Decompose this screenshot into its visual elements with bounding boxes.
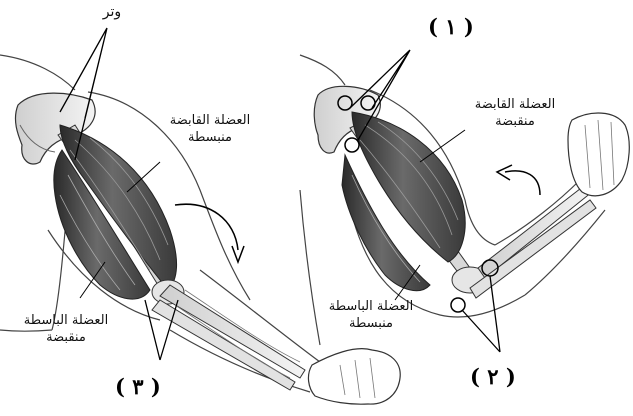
right-extensor-label: العضلة الباسطة منبسطة (306, 298, 436, 332)
right-motion-arrow (505, 171, 540, 195)
number-label-3: ( ٣ ) (115, 374, 161, 399)
left-flexor-state: منبسطة (140, 129, 280, 146)
right-flexor-state: منقبضة (445, 113, 585, 130)
left-motion-arrow (175, 204, 238, 250)
number-label-2: ( ٢ ) (470, 364, 516, 389)
right-extensor-state: منبسطة (306, 315, 436, 332)
right-radius (478, 185, 592, 278)
right-flexor-name: العضلة القابضة (445, 96, 585, 113)
left-arm-extended (0, 28, 400, 404)
right-flexor-label: العضلة القابضة منقبضة (445, 96, 585, 130)
left-extensor-state: منقبضة (2, 329, 130, 346)
left-radius (160, 285, 305, 378)
left-extensor-label: العضلة الباسطة منقبضة (2, 312, 130, 346)
left-flexor-name: العضلة القابضة (140, 112, 280, 129)
number-label-1: ( ١ ) (428, 14, 474, 39)
right-extensor-name: العضلة الباسطة (306, 298, 436, 315)
left-hand (308, 349, 400, 405)
left-extensor-name: العضلة الباسطة (2, 312, 130, 329)
right-tendon-attach-3 (345, 138, 359, 152)
left-flexor-label: العضلة القابضة منبسطة (140, 112, 280, 146)
tendon-label: وتر (92, 4, 132, 21)
right-ulna (470, 200, 596, 298)
right-tendon-attach-5 (451, 298, 465, 312)
